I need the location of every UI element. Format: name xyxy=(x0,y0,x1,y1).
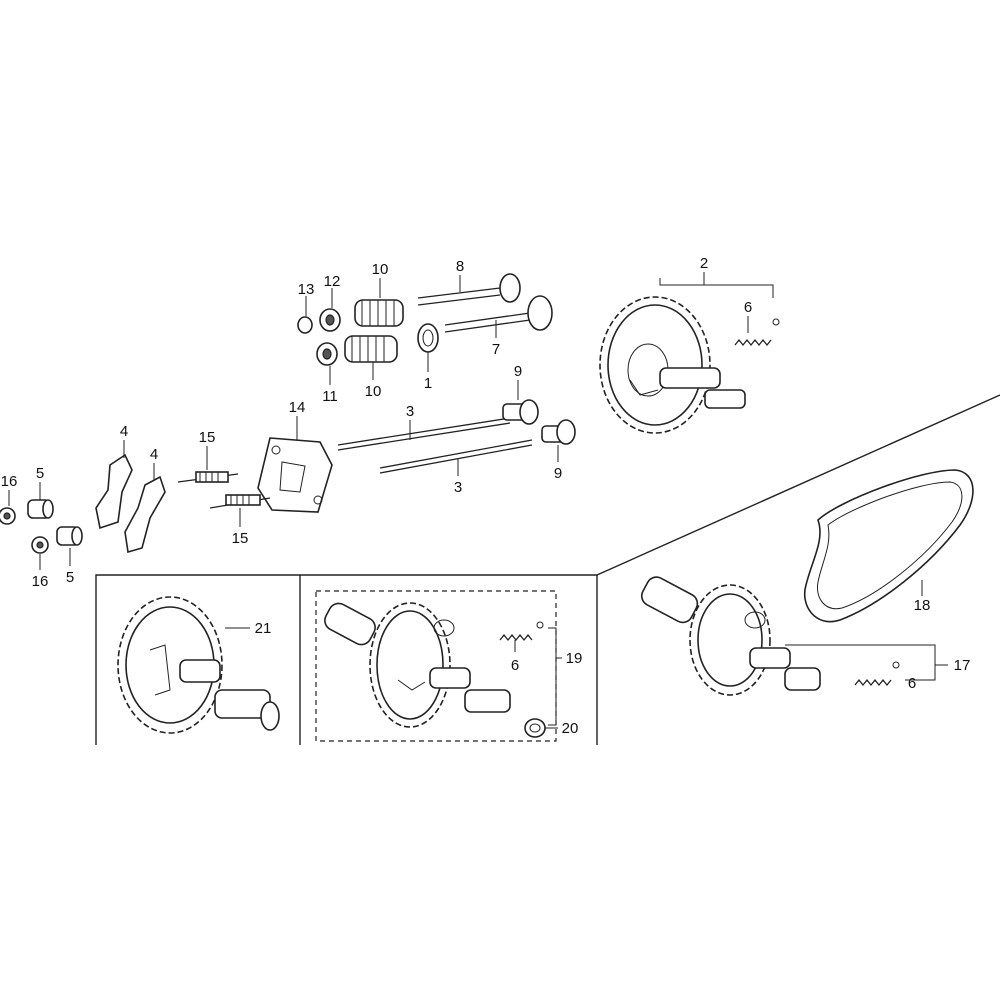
spring-6-center xyxy=(499,621,544,642)
valve-spring-lower-10 xyxy=(344,335,398,363)
pivot-upper-5 xyxy=(27,499,54,519)
rocker-stud-lower-15 xyxy=(209,494,271,509)
part-label-3-lower: 3 xyxy=(454,479,462,496)
leader-lines xyxy=(8,272,948,729)
valve-cotter-12 xyxy=(319,308,341,332)
part-label-10-upper: 10 xyxy=(372,261,389,278)
nut-upper-16 xyxy=(0,507,16,525)
part-label-13: 13 xyxy=(298,281,315,298)
part-label-16-lower: 16 xyxy=(32,573,49,590)
camshaft-gear-2 xyxy=(599,296,746,434)
part-label-3-upper: 3 xyxy=(406,403,414,420)
frame-boundary-diagonal xyxy=(596,394,1000,576)
part-label-5-lower: 5 xyxy=(66,569,74,586)
rocker-arm-lower-4 xyxy=(124,475,166,554)
timing-chain-18 xyxy=(803,469,974,623)
part-label-18: 18 xyxy=(914,597,931,614)
part-label-5-upper: 5 xyxy=(36,465,44,482)
nut-lower-16 xyxy=(31,536,49,554)
part-label-7: 7 xyxy=(492,341,500,358)
part-label-6-right: 6 xyxy=(908,675,916,692)
rocker-arm-upper-4 xyxy=(95,453,133,530)
part-label-11: 11 xyxy=(322,388,338,405)
part-label-6-top: 6 xyxy=(744,299,752,316)
spring-6-right xyxy=(854,661,900,687)
rocker-stud-upper-15 xyxy=(177,471,239,483)
valve-cotter-11 xyxy=(316,342,338,366)
camshaft-21 xyxy=(117,596,280,734)
part-labels: 13 12 10 8 7 1 10 11 3 3 9 9 14 15 15 4 … xyxy=(1,255,971,737)
tappet-lower-9 xyxy=(541,419,576,445)
part-label-1: 1 xyxy=(424,375,432,392)
valve-spring-retainer-13 xyxy=(297,316,313,334)
camshaft-19 xyxy=(324,602,511,728)
part-label-17: 17 xyxy=(954,657,971,674)
part-label-14: 14 xyxy=(289,399,306,416)
part-label-9-lower: 9 xyxy=(554,465,562,482)
part-label-8: 8 xyxy=(456,258,464,275)
pivot-lower-5 xyxy=(56,526,83,546)
push-rod-guide-plate-14 xyxy=(257,437,333,513)
part-label-10-lower: 10 xyxy=(365,383,382,400)
part-label-9-upper: 9 xyxy=(514,363,522,380)
push-rod-upper-3 xyxy=(337,417,511,451)
part-label-15-lower: 15 xyxy=(232,530,249,547)
valve-spring-upper-10 xyxy=(354,299,404,327)
part-label-4-lower: 4 xyxy=(150,446,158,463)
spring-6-top xyxy=(734,318,780,347)
part-label-6-center: 6 xyxy=(511,657,519,674)
part-label-16-upper: 16 xyxy=(1,473,18,490)
push-rod-lower-3 xyxy=(379,439,533,474)
part-label-15-upper: 15 xyxy=(199,429,216,446)
part-label-12: 12 xyxy=(324,273,341,290)
part-label-2: 2 xyxy=(700,255,708,272)
part-label-20: 20 xyxy=(562,720,579,737)
frame-box-left xyxy=(95,574,301,745)
camshaft-17 xyxy=(640,576,821,696)
part-label-21: 21 xyxy=(255,620,272,637)
intake-valve-7 xyxy=(444,295,553,333)
exhaust-valve-8 xyxy=(417,273,521,306)
valve-stem-seal-1 xyxy=(417,323,439,353)
tappet-upper-9 xyxy=(502,399,539,425)
part-label-4-upper: 4 xyxy=(120,423,128,440)
washer-20 xyxy=(524,718,546,738)
part-label-19: 19 xyxy=(566,650,583,667)
